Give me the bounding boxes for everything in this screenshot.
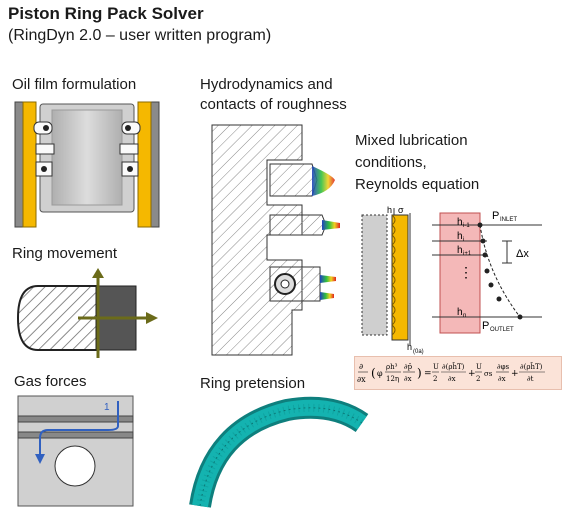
label-mixed-3: Reynolds equation [355, 176, 480, 193]
eq-two-1: 2 [433, 375, 437, 383]
h-delay-label: h [407, 342, 412, 352]
eq-dt-top: ∂(ρh̄T) [520, 361, 543, 371]
eq-dt-bot: ∂t [527, 375, 534, 383]
h-label-2: h [457, 245, 463, 256]
reynolds-equation: ∂ ∂x ( φ ρh³ 12η ∂p̄ ∂x ) = U 2 ∂(ρh̄T) … [354, 356, 562, 390]
gas-forces-diagram: 1 [17, 395, 134, 507]
eq-dx-2: ∂x [498, 375, 506, 383]
eq-u-1: U [433, 363, 439, 371]
h-sub-2: i+1 [463, 251, 472, 257]
eq-plus-1: + [468, 369, 476, 379]
label-mixed-2: conditions, [355, 154, 427, 171]
page-subtitle: (RingDyn 2.0 – user written program) [8, 27, 272, 44]
ring-number-label: 1 [104, 402, 110, 413]
reynolds-diagram: σ h h (0a) h i-1 h i h i+1 ⋮ h n P INLET… [361, 205, 542, 355]
eq-phi: φ [377, 369, 383, 378]
oil-film-diagram [14, 101, 160, 228]
eq-lhs-b: ∂x [357, 375, 366, 384]
ring-movement-diagram [16, 268, 158, 358]
p-inlet-sub: INLET [500, 217, 517, 223]
eq-rho-bot: ∂x [448, 375, 456, 383]
eq-sigma-s: σs [484, 370, 493, 378]
eq-plus-2: + [511, 369, 519, 379]
label-mixed-1: Mixed lubrication [355, 132, 468, 149]
delta-x-label: Δx [516, 248, 529, 260]
h-sub-0: i-1 [463, 223, 470, 229]
label-hydrodynamics-1: Hydrodynamics and [200, 76, 333, 93]
eq-lhs-a: ∂ [359, 362, 363, 371]
h-small-label: h [387, 205, 392, 215]
h-dots: ⋮ [459, 264, 473, 280]
hydrodynamics-diagram [211, 124, 340, 356]
label-hydrodynamics-2: contacts of roughness [200, 96, 347, 113]
h-label-1: h [457, 231, 463, 242]
eq-frac-bot: 12η [386, 375, 399, 383]
label-ring-pretension: Ring pretension [200, 375, 306, 392]
eq-paren-open: ( [371, 366, 376, 380]
p-outlet-sub: OUTLET [490, 327, 514, 333]
eq-two-2: 2 [476, 375, 480, 383]
eq-paren-close: ) [417, 366, 422, 380]
label-ring-movement: Ring movement [12, 245, 118, 262]
eq-phi-s: ∂φs [497, 363, 510, 371]
ring-pretension-diagram [189, 396, 369, 508]
eq-rho-top: ∂(ρh̄T) [442, 361, 465, 371]
h-label-3: h [457, 307, 463, 318]
h-label-0: h [457, 217, 463, 228]
eq-dp: ∂p̄ [404, 363, 413, 371]
eq-frac-top: ρh³ [386, 363, 398, 371]
eq-dx: ∂x [404, 375, 412, 383]
h-sub-1: i [463, 237, 464, 243]
h-delay-sub: (0a) [413, 349, 424, 355]
eq-u-2: U [476, 363, 482, 371]
eq-equals: = [424, 369, 432, 379]
label-gas-forces: Gas forces [14, 373, 87, 390]
h-sub-3: n [463, 313, 466, 319]
page-title: Piston Ring Pack Solver [8, 4, 204, 23]
p-inlet-label: P [492, 210, 499, 222]
label-oil-film: Oil film formulation [12, 76, 137, 93]
sigma-label: σ [398, 205, 404, 215]
p-outlet-label: P [482, 320, 489, 332]
